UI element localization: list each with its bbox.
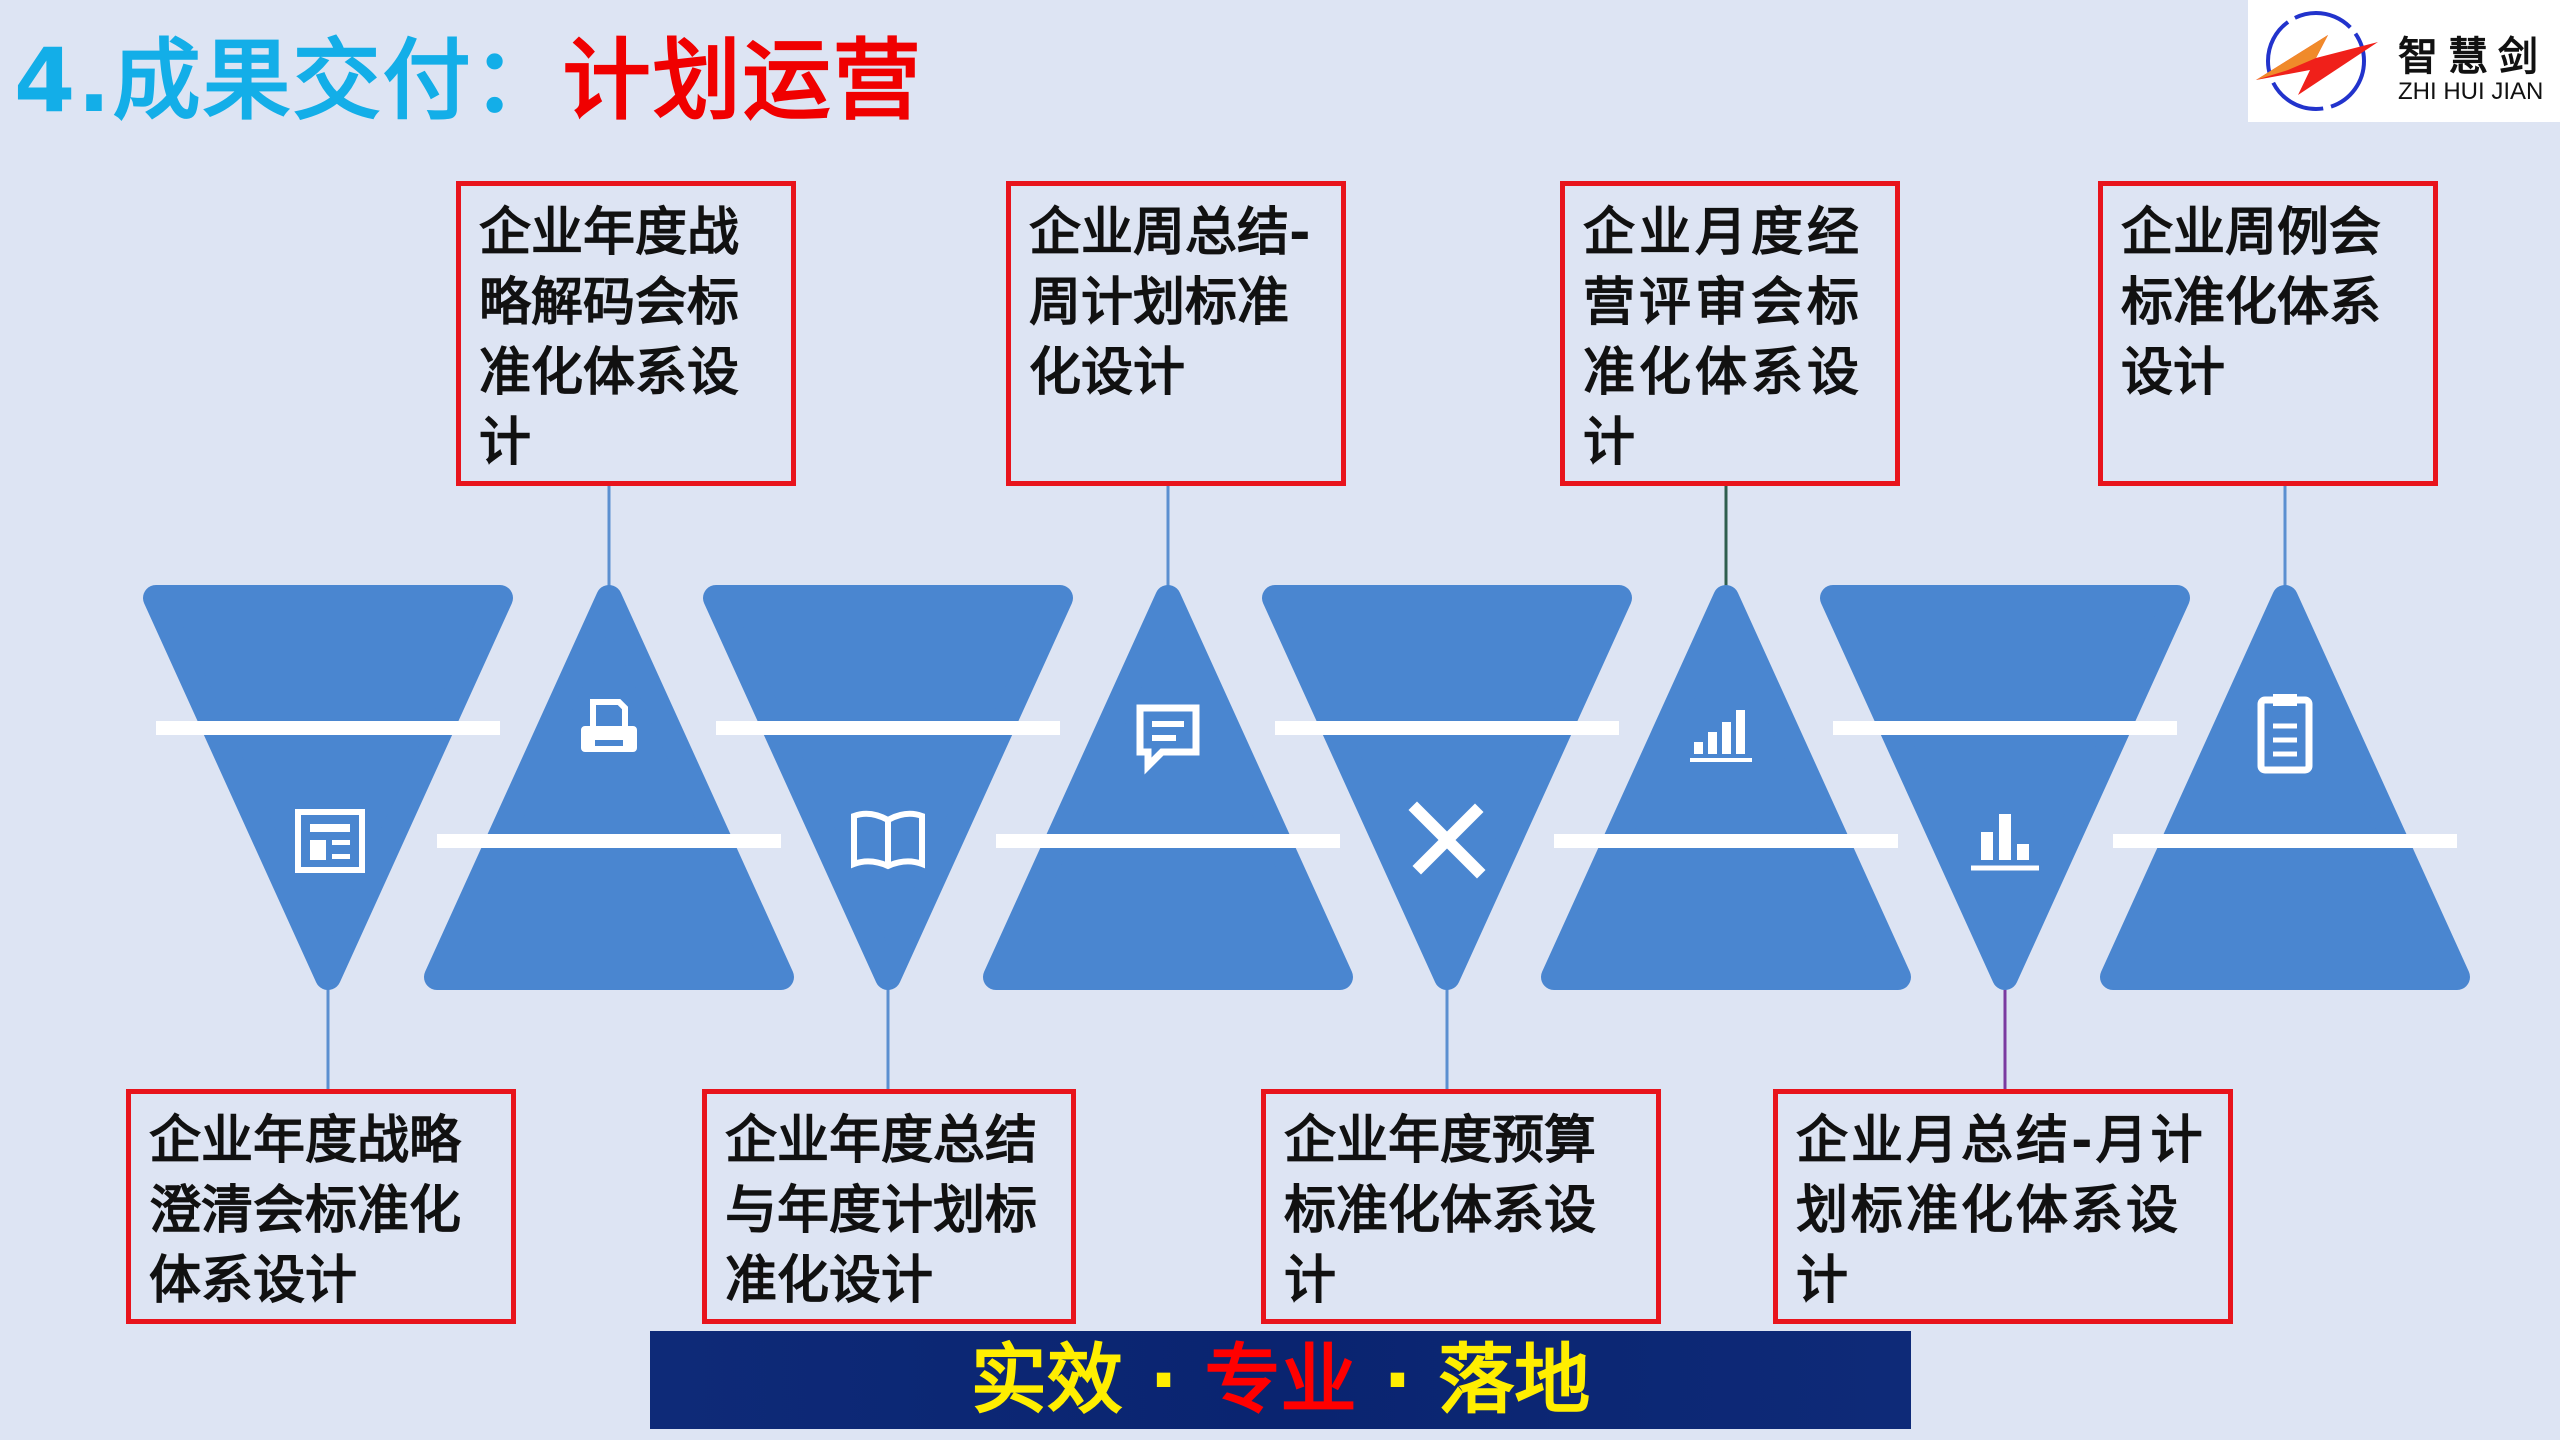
top-box-1: 企业年度战略解码会标准化体系设计: [456, 181, 796, 486]
stripe: [437, 834, 781, 848]
separator: ·: [1356, 1335, 1439, 1424]
clipboard-icon: [2257, 694, 2313, 774]
triangle-shape: [1541, 585, 1911, 990]
title-prefix: 4.成果交付：: [14, 29, 563, 132]
stripe: [996, 834, 1340, 848]
ruler-pencil-icon: [1408, 801, 1486, 879]
slogan-banner: 实效 · 专业 · 落地: [650, 1331, 1911, 1429]
bottom-box-1: 企业年度战略澄清会标准化体系设计: [126, 1089, 516, 1324]
bottom-box-3: 企业年度预算标准化体系设计: [1261, 1089, 1661, 1324]
up-triangle: [983, 585, 1353, 990]
newspaper-icon: [295, 809, 365, 873]
chat-icon: [1136, 704, 1200, 775]
stripe: [716, 721, 1060, 735]
slogan-word-1: 实效: [970, 1335, 1123, 1424]
stripe: [156, 721, 500, 735]
down-triangle: [1820, 585, 2190, 990]
triangle-shape: [1262, 585, 1632, 990]
triangle-shape: [983, 585, 1353, 990]
book-icon: [851, 810, 925, 870]
page-title: 4.成果交付：计划运营: [14, 10, 923, 137]
bar-chart-icon: [1690, 710, 1752, 762]
logo-subtext: ZHI HUI JIAN: [2398, 78, 2544, 105]
triangle-shape: [424, 585, 794, 990]
down-triangle: [143, 585, 513, 990]
down-triangle: [703, 585, 1073, 990]
top-box-4: 企业周例会标准化体系设计: [2098, 181, 2438, 486]
up-triangle: [424, 585, 794, 990]
triangle-shape: [143, 585, 513, 990]
stripe: [2113, 834, 2457, 848]
stripe: [1554, 834, 1898, 848]
bottom-box-4: 企业月总结-月计划标准化体系设计: [1773, 1089, 2233, 1324]
top-box-3: 企业月度经营评审会标准化体系设计: [1560, 181, 1900, 486]
top-box-2: 企业周总结-周计划标准化设计: [1006, 181, 1346, 486]
bottom-box-2: 企业年度总结与年度计划标准化设计: [702, 1089, 1076, 1324]
column-chart-icon: [1971, 814, 2039, 871]
down-triangle: [1262, 585, 1632, 990]
up-triangle: [2100, 585, 2470, 990]
triangle-shape: [703, 585, 1073, 990]
triangle-shape: [1820, 585, 2190, 990]
lightning-logo-icon: [2256, 11, 2378, 111]
slogan-word-3: 落地: [1438, 1335, 1591, 1424]
printer-icon: [581, 699, 637, 752]
logo: 智慧剑 ZHI HUI JIAN: [2248, 0, 2560, 122]
separator: ·: [1122, 1335, 1205, 1424]
title-highlight: 计划运营: [562, 29, 923, 132]
triangle-shape: [2100, 585, 2470, 990]
stripe: [1275, 721, 1619, 735]
stripe: [1833, 721, 2177, 735]
logo-text: 智慧剑: [2398, 33, 2548, 80]
up-triangle: [1541, 585, 1911, 990]
slogan-word-2: 专业: [1204, 1335, 1357, 1424]
